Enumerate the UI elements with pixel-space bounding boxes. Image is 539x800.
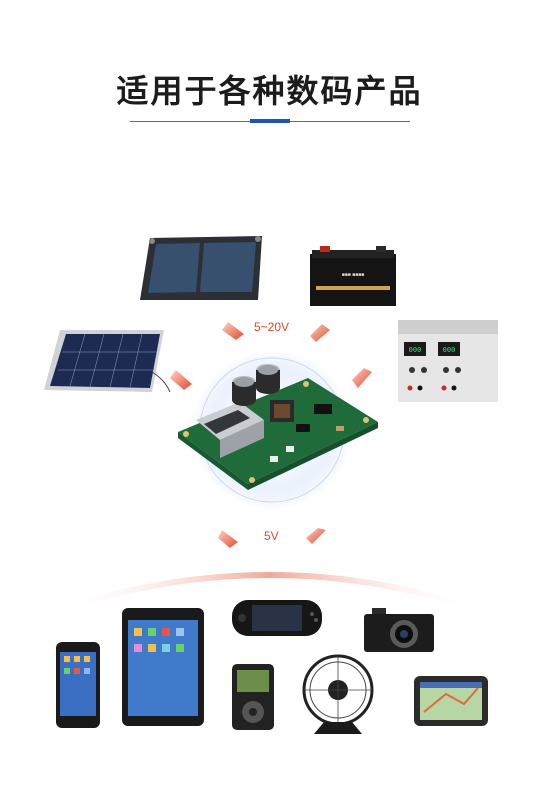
dc-power-supply-image: 000 000 [398,320,498,402]
input-arrow-3 [170,370,192,390]
converter-board-image [178,364,378,490]
svg-text:■■■ ■■■■: ■■■ ■■■■ [342,272,365,278]
handheld-game-console-image [232,600,322,636]
usb-fan-image [302,654,374,734]
input-arrow-2 [310,324,330,342]
svg-text:000: 000 [443,346,456,354]
output-voltage-label: 5V [264,529,279,543]
title-divider-accent [250,119,290,123]
lead-acid-battery-image: ■■■ ■■■■ [310,246,396,306]
foldable-solar-panel-image [140,236,262,300]
tablet-image [122,608,204,726]
output-arrow-1 [218,530,238,548]
output-arrow-2 [306,528,326,544]
output-arc [59,572,481,613]
page-title: 适用于各种数码产品 [116,72,423,110]
input-arrow-1 [222,322,244,340]
solar-panel-image [44,330,171,393]
input-voltage-label: 5~20V [254,320,290,334]
digital-camera-image [364,608,434,652]
input-arrow-4 [352,368,372,388]
output-arrows [218,528,326,548]
input-arrows [170,322,372,390]
smartphone-image [56,642,100,728]
music-player-image [232,664,274,730]
gps-navigator-image [414,676,488,726]
svg-text:000: 000 [409,346,422,354]
